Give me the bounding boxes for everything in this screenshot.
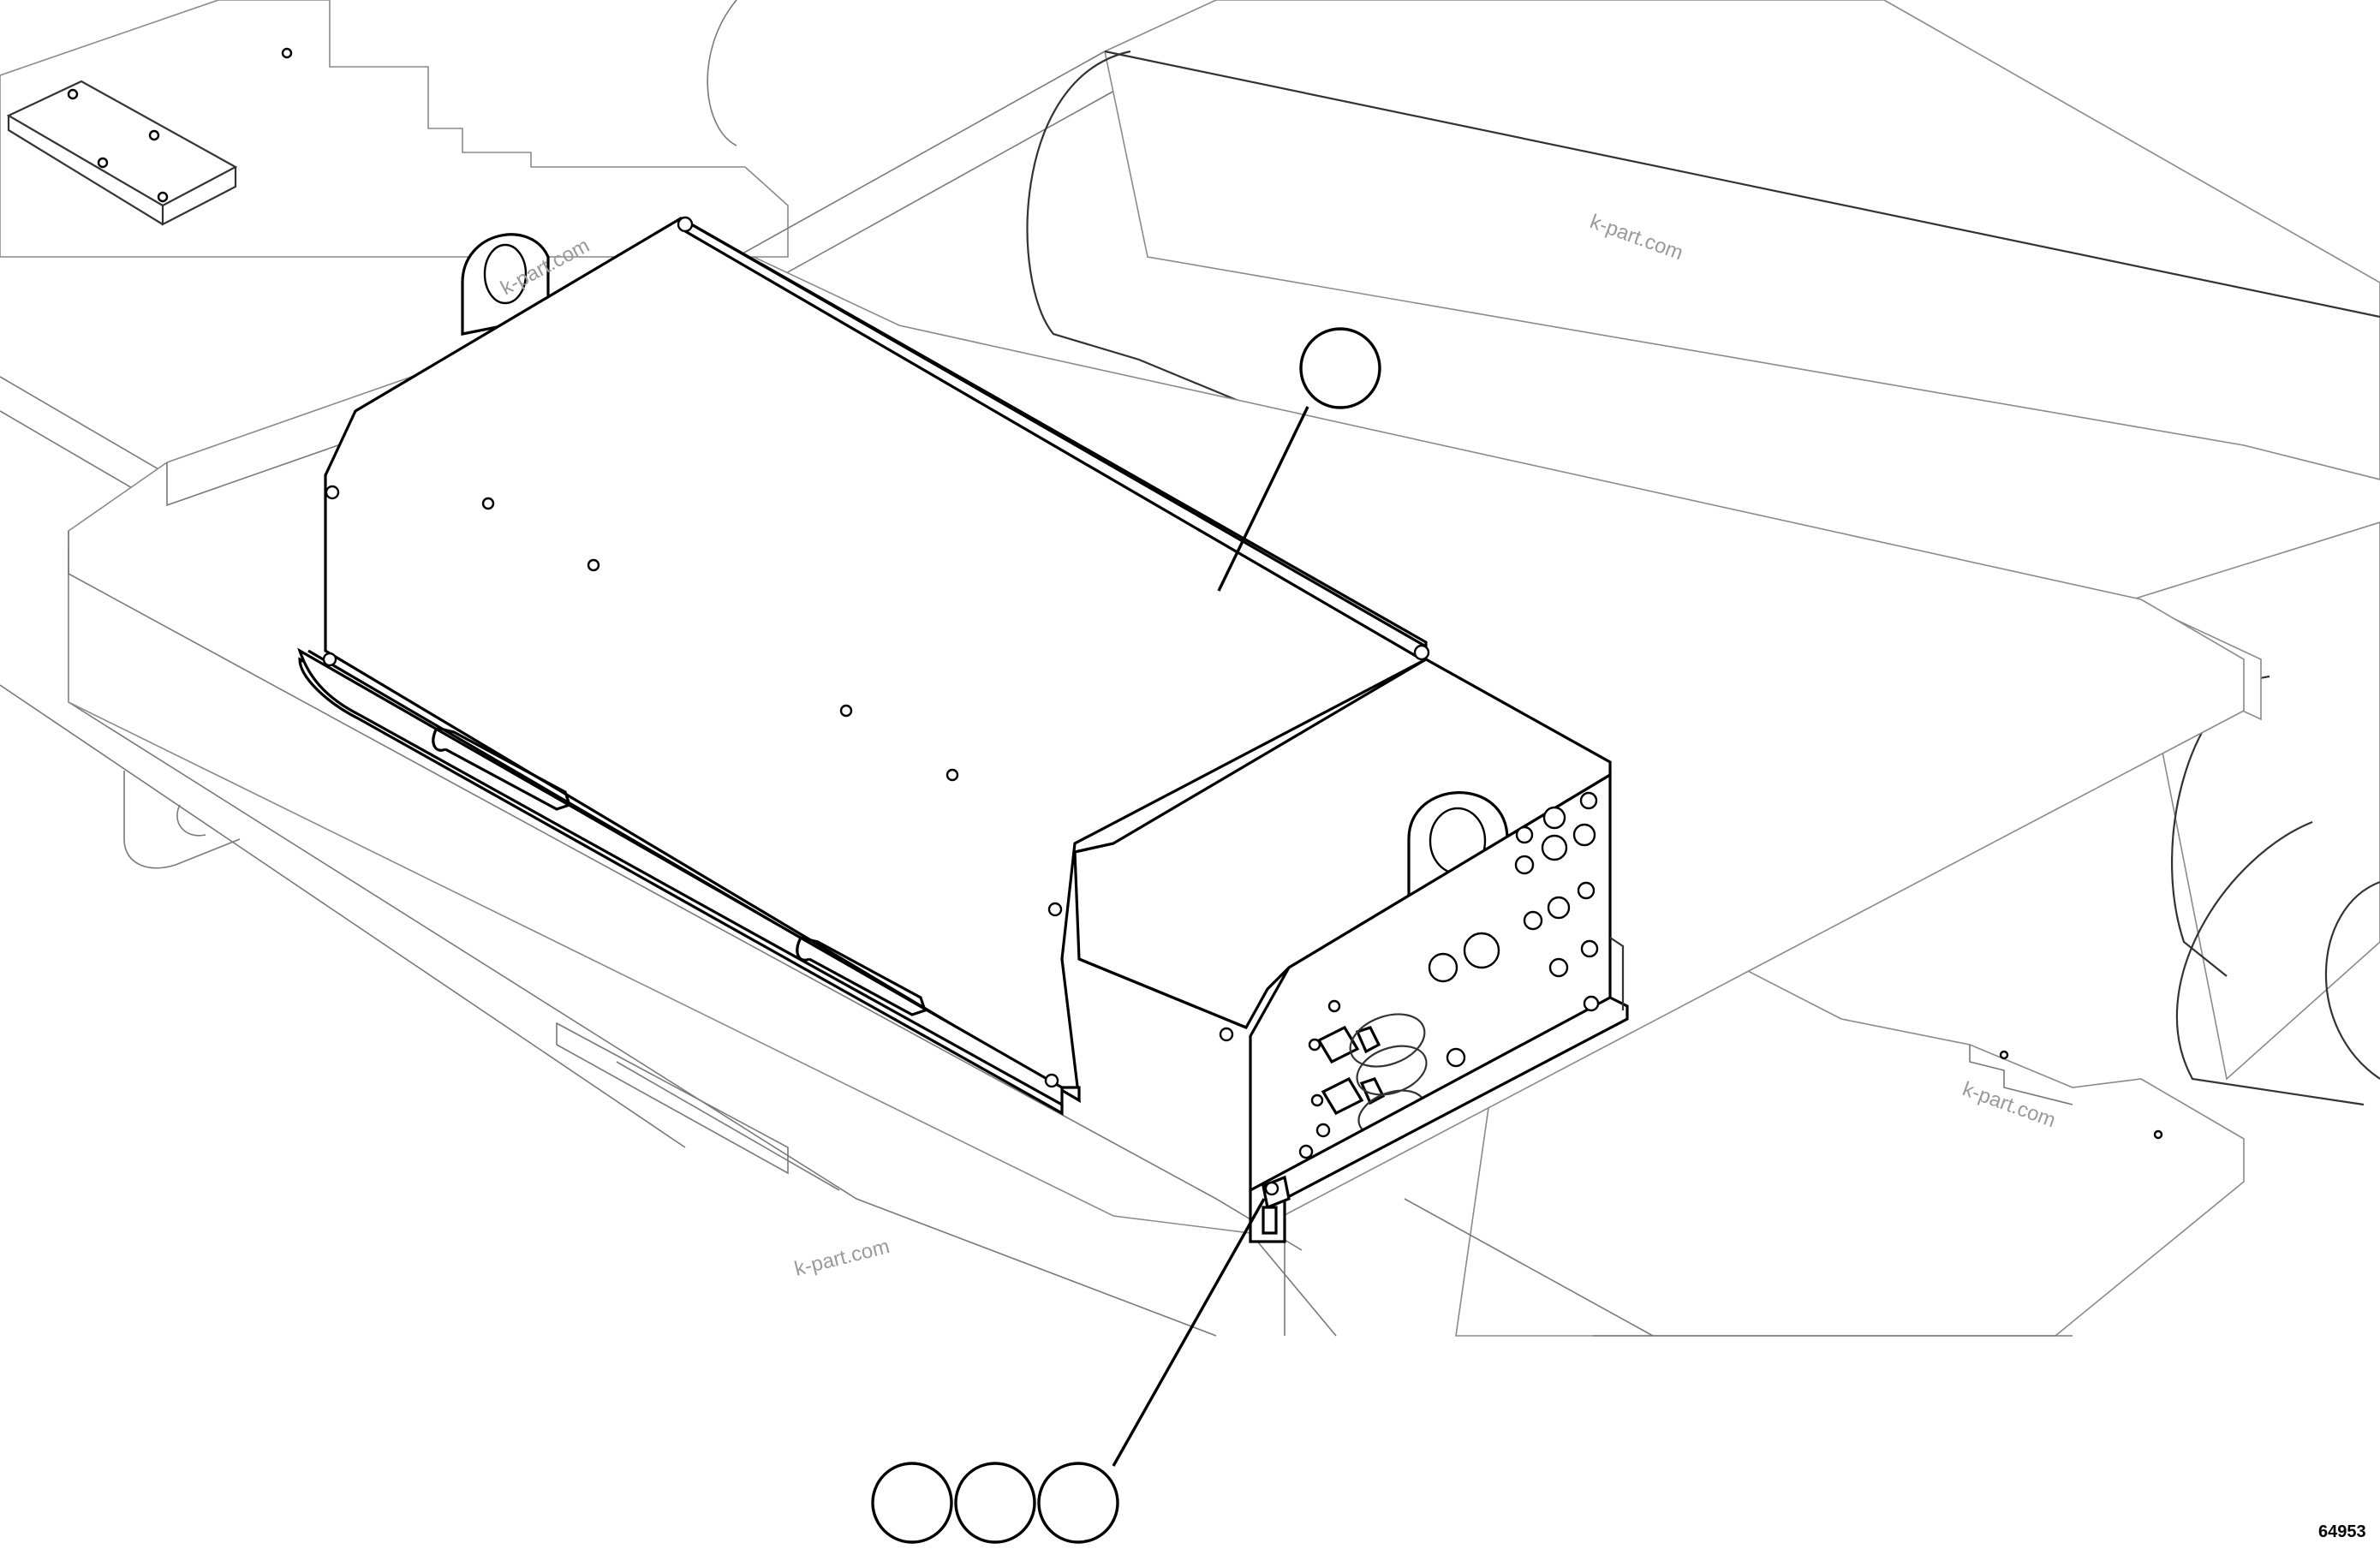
cable-glands [1308,999,1428,1137]
lid-hole [587,558,600,572]
control-box-assembly [297,216,1629,1243]
figure-number: 64953 [2318,1522,2366,1541]
bolt [322,652,337,667]
drum-upper [707,0,2380,670]
base-flange [1249,996,1629,1243]
mounting-pad [6,47,293,226]
bolt [1047,902,1063,917]
leader-line [1217,406,1309,592]
callout-group-bottom [871,1198,1266,1544]
lid-hole [839,704,853,718]
bolt [1219,1027,1234,1042]
handle-right [796,936,928,1016]
lower-fastener [1262,1175,1291,1235]
panel-holes [1298,791,1599,1159]
leader-line [1112,1198,1266,1467]
callout-bubble-bottom-1 [871,1462,953,1544]
bolt [325,485,340,500]
watermark: k-part.com [792,1235,892,1281]
lid-hole [481,497,495,510]
end-cover [1073,658,1612,1030]
bolt [1044,1073,1059,1088]
lid-hinge [677,216,1430,661]
handle-left [432,726,572,811]
lid-hole [945,768,959,782]
callout-bubble-bottom-3 [1037,1462,1119,1544]
callout-bubble-top [1299,327,1381,409]
callout-bubble-bottom-2 [954,1462,1036,1544]
drum-lower [2132,521,2380,1106]
callout-group-top [1217,327,1381,592]
